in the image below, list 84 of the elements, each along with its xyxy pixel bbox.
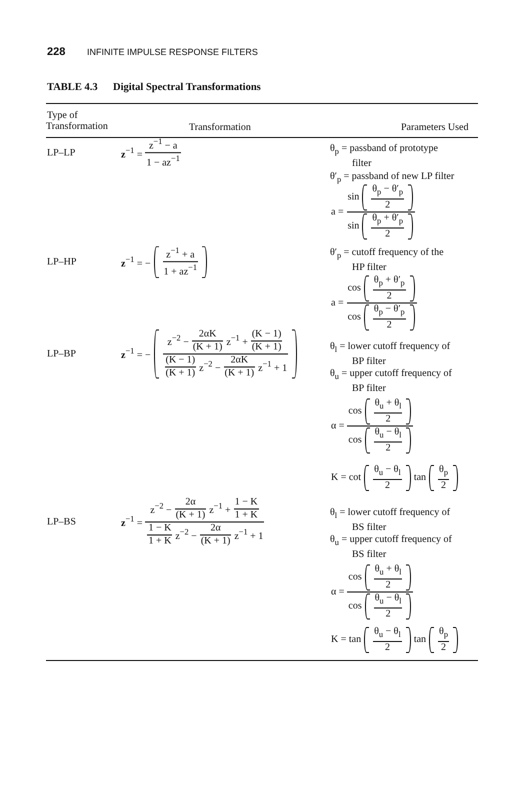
math-term: z$^{−1}$ + 1: [233, 528, 264, 542]
math-term: z$^{−1}$ = −: [120, 346, 152, 362]
math-term: θ$_{u}$ + θ$_{l}$: [374, 564, 402, 578]
column-header: Parameters Used: [400, 122, 470, 133]
page-number: 228: [46, 46, 66, 58]
math-term: (K + 1): [200, 536, 232, 546]
math-term: z$^{−1}$ + 1: [257, 360, 288, 374]
column-header: Transformation: [188, 122, 252, 133]
row-label: LP–BP: [46, 348, 77, 360]
math-term: θ$_{p}$: [438, 465, 449, 478]
math-term: 2: [384, 580, 392, 590]
math-term: 1 − az$^{−1}$: [145, 154, 181, 169]
math-term: θ$_{u}$ + θ$_{l}$: [374, 398, 402, 412]
math-term: 2: [384, 444, 392, 454]
math-term: a =: [330, 298, 345, 308]
math-term: sin: [346, 222, 360, 232]
math-term: sin: [346, 192, 360, 202]
math-term: 2: [440, 481, 448, 491]
math-term: 2α: [184, 498, 197, 508]
math-term: θ$_{u}$ − θ$_{l}$: [374, 594, 402, 606]
math-term: 1 + K: [147, 536, 172, 546]
math-term: z$^{−2}$ −: [166, 334, 190, 348]
math-term: 2α: [209, 524, 222, 534]
math-term: z$^{−1}$ +: [208, 502, 232, 516]
math-term: cos: [347, 572, 363, 582]
math-term: cos: [347, 406, 363, 416]
math-term: θ$_{p}$ + θ′$_{p}$: [372, 276, 406, 288]
column-header: Type of Transformation: [46, 110, 109, 132]
row-label: LP–HP: [46, 256, 78, 268]
math-term: z$^{−1}$ =: [120, 146, 144, 160]
math-term: (K + 1): [250, 342, 282, 352]
math-term: z$^{−1}$ − a: [148, 137, 178, 152]
math-term: 2: [386, 320, 393, 330]
math-term: 2: [384, 481, 391, 491]
math-term: (K − 1): [250, 330, 282, 340]
math-term: tan: [412, 473, 428, 483]
math-term: z$^{−1}$ +: [225, 334, 249, 348]
math-term: z$^{−2}$ −: [149, 502, 173, 516]
math-term: (K − 1): [164, 356, 196, 366]
math-term: 1 + az$^{−1}$: [162, 264, 198, 278]
math-term: 2: [384, 643, 391, 653]
math-term: 2: [384, 230, 392, 240]
math-term: 2: [384, 610, 392, 620]
math-term: K = cot: [330, 473, 362, 483]
math-term: θ$_{p}$ − θ′$_{p}$: [372, 304, 406, 318]
math-term: θ$_{p}$: [438, 627, 449, 640]
math-term: cos: [347, 436, 363, 446]
math-term: (K + 1): [192, 342, 224, 352]
row-label: LP–LP: [46, 148, 76, 158]
math-term: 2: [386, 292, 393, 302]
parameter-definition: θ′$_{p}$ = passband of new LP filter: [330, 171, 456, 184]
math-term: cos: [346, 284, 362, 294]
math-term: θ$_{u}$ − θ$_{l}$: [373, 465, 402, 478]
math-term: α =: [330, 587, 346, 597]
math-term: (K + 1): [174, 510, 206, 520]
math-term: θ$_{u}$ − θ$_{l}$: [374, 428, 402, 440]
math-term: 1 + K: [234, 510, 259, 520]
math-term: θ$_{p}$ + θ′$_{p}$: [371, 214, 404, 226]
math-term: cos: [347, 602, 363, 612]
math-term: 1 − K: [147, 524, 172, 534]
math-term: 2: [384, 200, 392, 210]
math-term: z$^{−1}$ + a: [165, 246, 196, 260]
math-term: α =: [330, 421, 346, 431]
row-label: LP–BS: [46, 516, 77, 528]
math-term: 2αK: [198, 330, 218, 340]
math-term: cos: [346, 312, 362, 322]
math-term: 2: [384, 414, 392, 424]
math-term: tan: [412, 635, 428, 645]
math-term: K = tan: [330, 635, 362, 645]
math-term: (K + 1): [164, 368, 196, 378]
math-term: 2: [440, 643, 448, 653]
math-term: 2αK: [230, 356, 250, 366]
table-number: TABLE 4.3: [46, 82, 99, 93]
math-term: (K + 1): [224, 368, 256, 378]
math-term: z$^{−2}$ −: [198, 360, 222, 374]
math-term: z$^{−1}$ =: [120, 514, 144, 530]
math-term: z$^{−2}$ −: [174, 528, 198, 542]
math-term: θ$_{p}$ − θ′$_{p}$: [371, 184, 404, 198]
running-head: INFINITE IMPULSE RESPONSE FILTERS: [86, 47, 259, 57]
math-term: z$^{−1}$ = −: [120, 254, 152, 270]
table-title: Digital Spectral Transformations: [112, 82, 262, 93]
math-term: θ$_{u}$ − θ$_{l}$: [373, 627, 402, 640]
math-term: a =: [330, 207, 345, 217]
math-term: 1 − K: [234, 498, 259, 508]
